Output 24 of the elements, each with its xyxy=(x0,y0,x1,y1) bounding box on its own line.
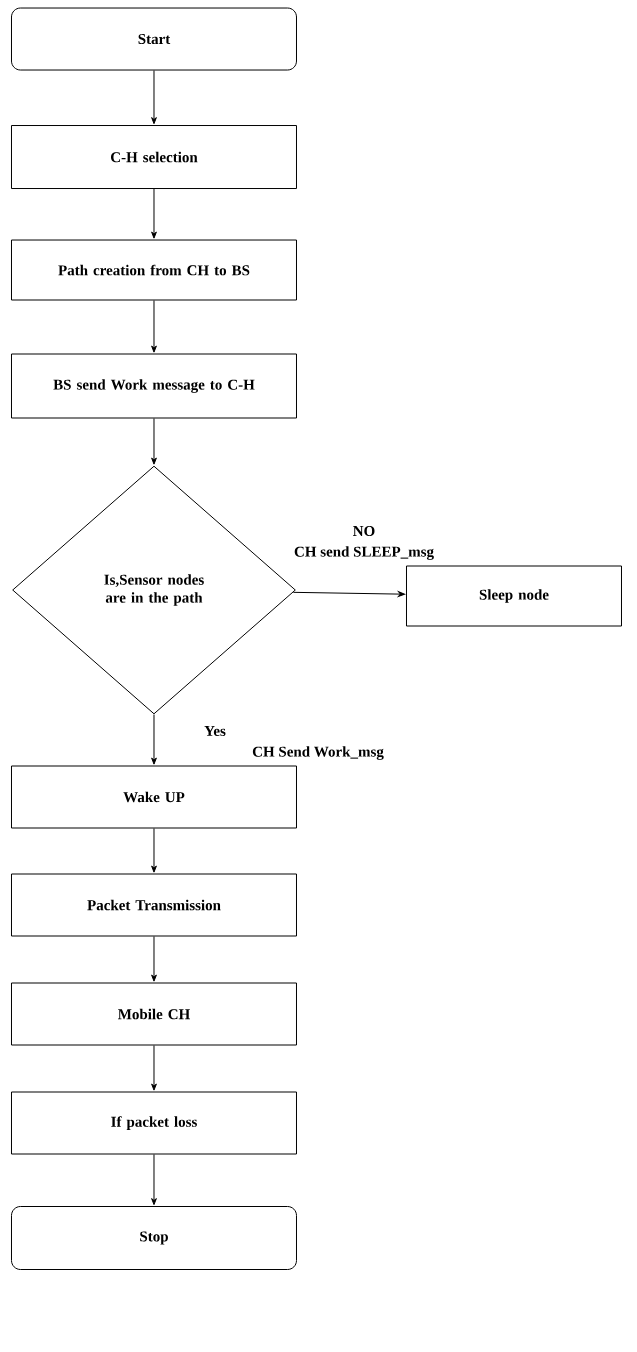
edge-label: Yes xyxy=(203,725,227,737)
process-box: C-H selection xyxy=(11,125,297,189)
arrow xyxy=(151,70,157,125)
arrow xyxy=(292,591,406,597)
terminal-box: Start xyxy=(11,7,297,71)
process-box: Wake UP xyxy=(11,765,297,829)
process-box: Mobile CH xyxy=(11,982,297,1046)
branch-note: CH send SLEEP_msg xyxy=(293,545,435,561)
arrow xyxy=(151,188,157,239)
arrow xyxy=(151,1154,157,1206)
process-box: BS send Work message to C-H xyxy=(11,353,297,419)
branch-note: CH Send Work_msg xyxy=(251,745,385,761)
arrow xyxy=(151,418,157,465)
process-box: Packet Transmission xyxy=(11,873,297,937)
arrow xyxy=(151,828,157,873)
process-box: Path creation from CH to BS xyxy=(11,239,297,301)
process-box: If packet loss xyxy=(11,1091,297,1155)
terminal-box: Stop xyxy=(11,1206,297,1270)
process-box: Sleep node xyxy=(406,565,622,627)
edge-label: NO xyxy=(351,524,377,538)
arrow xyxy=(151,936,157,982)
arrow xyxy=(151,300,157,353)
arrow xyxy=(151,714,157,765)
arrow xyxy=(151,1045,157,1091)
